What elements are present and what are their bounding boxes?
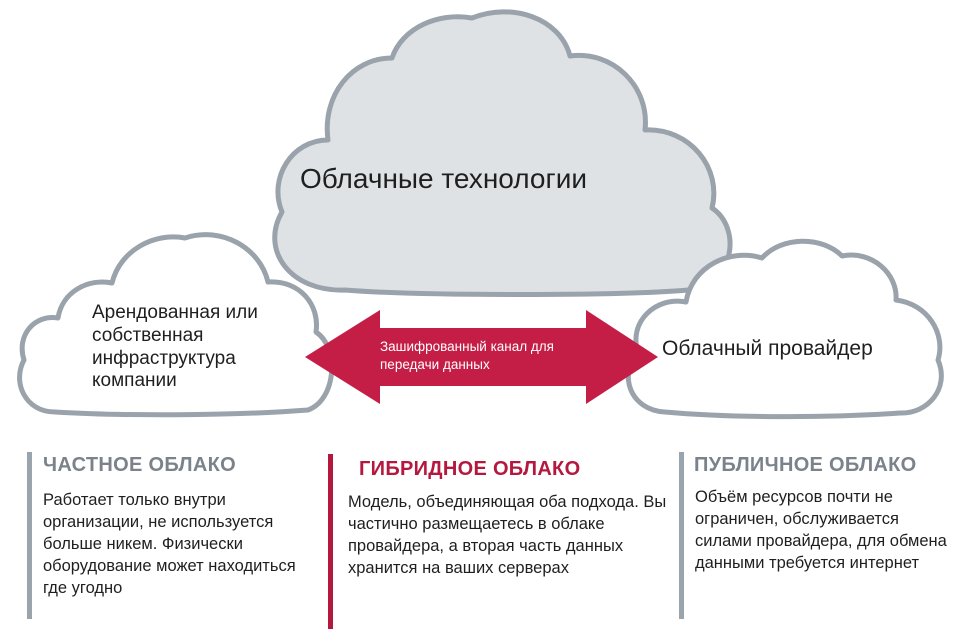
left-cloud-label: Арендованная или собственная инфраструкт… bbox=[92, 302, 258, 392]
cloud-diagram bbox=[17, 9, 944, 420]
private-cloud-title: ЧАСТНОЕ ОБЛАКО bbox=[43, 454, 236, 476]
private-cloud-description: Работает только внутри организации, не и… bbox=[43, 491, 296, 597]
encrypted-channel-arrow-icon bbox=[305, 310, 658, 404]
public-cloud-title: ПУБЛИЧНОЕ ОБЛАКО bbox=[694, 454, 917, 476]
main-cloud-icon bbox=[272, 9, 733, 297]
column-divider bbox=[27, 452, 32, 619]
hybrid-cloud-title: ГИБРИДНОЕ ОБЛАКО bbox=[359, 458, 581, 480]
right-cloud-icon bbox=[625, 238, 944, 420]
public-cloud-description: Объём ресурсов почти не ограничен, обслу… bbox=[695, 488, 947, 572]
column-divider bbox=[328, 454, 333, 629]
column-divider bbox=[679, 452, 684, 619]
left-cloud-icon bbox=[17, 232, 335, 418]
arrow-label: Зашифрованный канал для передачи данных bbox=[380, 339, 554, 372]
right-cloud-label: Облачный провайдер bbox=[662, 337, 873, 360]
main-cloud-title: Облачные технологии bbox=[300, 163, 587, 194]
hybrid-cloud-description: Модель, объединяющая оба подхода. Вы час… bbox=[348, 493, 667, 577]
